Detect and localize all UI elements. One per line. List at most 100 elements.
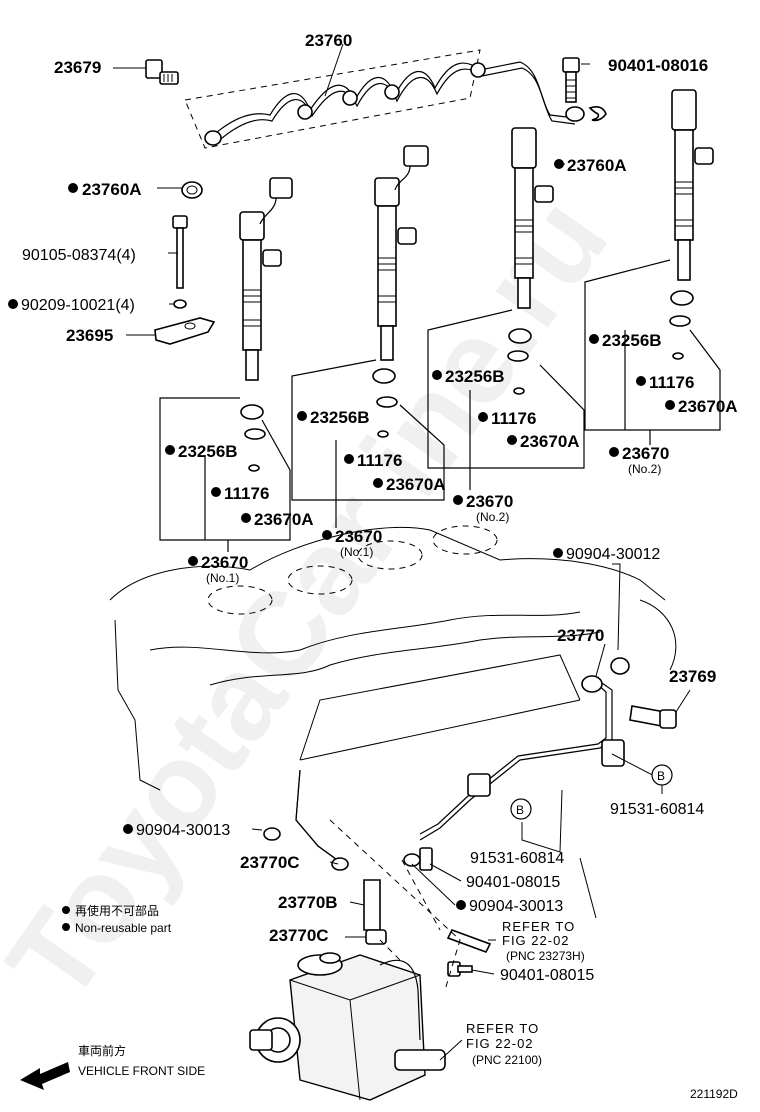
label-inj4-sub: (No.2) [628, 462, 661, 476]
label-90105-08374[interactable]: 90105-08374(4) [22, 247, 136, 264]
bolt-90105-08374[interactable] [172, 215, 188, 309]
pipe-refer-22-02 [446, 929, 492, 953]
bolt-90401-08016[interactable] [562, 57, 607, 122]
label-23695[interactable]: 23695 [66, 326, 113, 345]
ref1-line1: REFER TO [502, 919, 575, 934]
non-reusable-dot [456, 900, 466, 910]
ref2-line2[interactable]: FIG 22-02 [466, 1036, 534, 1051]
label-inj3-23670A[interactable]: 23670A [520, 432, 580, 451]
non-reusable-dot [68, 183, 78, 193]
non-reusable-dot [322, 530, 332, 540]
non-reusable-dot [453, 495, 463, 505]
label-91531-60814-left[interactable]: 91531-60814 [470, 850, 564, 867]
label-23770B[interactable]: 23770B [278, 893, 338, 912]
bolt-90401-08015-upper[interactable] [403, 847, 433, 871]
label-23769[interactable]: 23769 [669, 667, 716, 686]
part-labels: 23760 23679 90401-08016 23760A 23760A 90… [8, 31, 738, 1067]
non-reusable-dot [211, 487, 221, 497]
injector-no2-left[interactable] [507, 127, 554, 395]
label-90401-08016[interactable]: 90401-08016 [608, 56, 708, 75]
label-23760A-left[interactable]: 23760A [82, 180, 142, 199]
non-reusable-dot [665, 400, 675, 410]
dashed-leaders [329, 819, 461, 991]
fuel-return-pipe-assembly[interactable] [184, 49, 576, 149]
non-reusable-dot [554, 159, 564, 169]
label-inj2-sub: (No.1) [340, 545, 373, 559]
injection-pipe-23770[interactable] [419, 675, 613, 841]
vehicle-front-indicator: 車両前方 VEHICLE FRONT SIDE [20, 1043, 205, 1090]
non-reusable-dot [636, 376, 646, 386]
non-reusable-dot [241, 513, 251, 523]
non-reusable-dot [507, 435, 517, 445]
label-90904-30012[interactable]: 90904-30012 [566, 546, 660, 563]
label-23679[interactable]: 23679 [54, 58, 101, 77]
injector-no1-right[interactable] [372, 145, 429, 438]
legend-dot-ja [62, 906, 70, 914]
label-inj1-sub: (No.1) [206, 571, 239, 585]
bolt-90401-08015-lower[interactable] [447, 961, 473, 977]
assembly-brackets [159, 259, 721, 552]
label-b-right: B [657, 769, 665, 783]
label-23770C-upper[interactable]: 23770C [240, 853, 300, 872]
gasket-23760A-left[interactable] [181, 181, 203, 199]
ref2-line3: (PNC 22100) [472, 1053, 542, 1067]
injector-no1-left[interactable] [239, 177, 293, 472]
label-inj3-23670[interactable]: 23670 [466, 492, 513, 511]
non-reusable-dot [478, 412, 488, 422]
legend: 再使用不可部品 Non-reusable part [62, 903, 172, 935]
label-inj1-23670A[interactable]: 23670A [254, 510, 314, 529]
label-inj1-23670[interactable]: 23670 [201, 553, 248, 572]
pipe-23770C-lower[interactable] [365, 929, 387, 945]
non-reusable-dot [344, 454, 354, 464]
label-inj4-11176[interactable]: 11176 [649, 373, 694, 392]
label-inj2-11176[interactable]: 11176 [357, 451, 402, 470]
label-inj4-23256B[interactable]: 23256B [602, 331, 662, 350]
injection-nozzle-clamp-23695[interactable] [154, 317, 216, 345]
label-90209-10021[interactable]: 90209-10021(4) [21, 297, 135, 314]
label-23770C-lower[interactable]: 23770C [269, 926, 329, 945]
diagram-id: 221192D [690, 1087, 738, 1101]
injector-no2-right[interactable] [669, 89, 714, 360]
label-inj3-sub: (No.2) [476, 510, 509, 524]
legend-dot-en [62, 923, 70, 931]
leader-lines [113, 43, 691, 1061]
non-reusable-dot [432, 370, 442, 380]
engine-cylinder-head-outline [109, 525, 677, 791]
label-inj1-23256B[interactable]: 23256B [178, 442, 238, 461]
non-reusable-dot [123, 824, 133, 834]
label-inj3-23256B[interactable]: 23256B [445, 367, 505, 386]
label-90401-08015-upper[interactable]: 90401-08015 [466, 874, 560, 891]
pressure-sensor-23769[interactable] [629, 705, 678, 729]
ref2-line1: REFER TO [466, 1021, 539, 1036]
hose-23770B[interactable] [363, 879, 381, 931]
label-23760[interactable]: 23760 [305, 31, 352, 50]
label-inj2-23670A[interactable]: 23670A [386, 475, 446, 494]
front-arrow-icon [20, 1062, 70, 1090]
pipe-23770C-upper[interactable] [263, 769, 349, 871]
label-90904-30013-right[interactable]: 90904-30013 [469, 898, 563, 915]
label-inj2-23670[interactable]: 23670 [335, 527, 382, 546]
union-bolt-23679[interactable] [145, 59, 179, 85]
pipe-clamps [467, 657, 630, 797]
label-inj4-23670[interactable]: 23670 [622, 444, 669, 463]
direction-ja: 車両前方 [78, 1043, 126, 1058]
label-23770[interactable]: 23770 [557, 626, 604, 645]
supply-pump-assembly [249, 952, 446, 1101]
ref1-line3: (PNC 23273H) [506, 949, 585, 963]
label-23760A-right[interactable]: 23760A [567, 156, 627, 175]
label-91531-60814-right[interactable]: 91531-60814 [610, 801, 704, 818]
label-inj4-23670A[interactable]: 23670A [678, 397, 738, 416]
ref-circle-b-right [651, 764, 673, 786]
label-inj2-23256B[interactable]: 23256B [310, 408, 370, 427]
ref-circle-b-left [510, 798, 532, 820]
non-reusable-dot [297, 411, 307, 421]
label-90904-30013-left[interactable]: 90904-30013 [136, 822, 230, 839]
direction-en: VEHICLE FRONT SIDE [78, 1064, 205, 1078]
label-b-left: B [516, 803, 524, 817]
label-inj1-11176[interactable]: 11176 [224, 484, 269, 503]
ref1-line2[interactable]: FIG 22-02 [502, 933, 570, 948]
non-reusable-dot [609, 447, 619, 457]
label-90401-08015-lower[interactable]: 90401-08015 [500, 967, 594, 984]
label-inj3-11176[interactable]: 11176 [491, 409, 536, 428]
